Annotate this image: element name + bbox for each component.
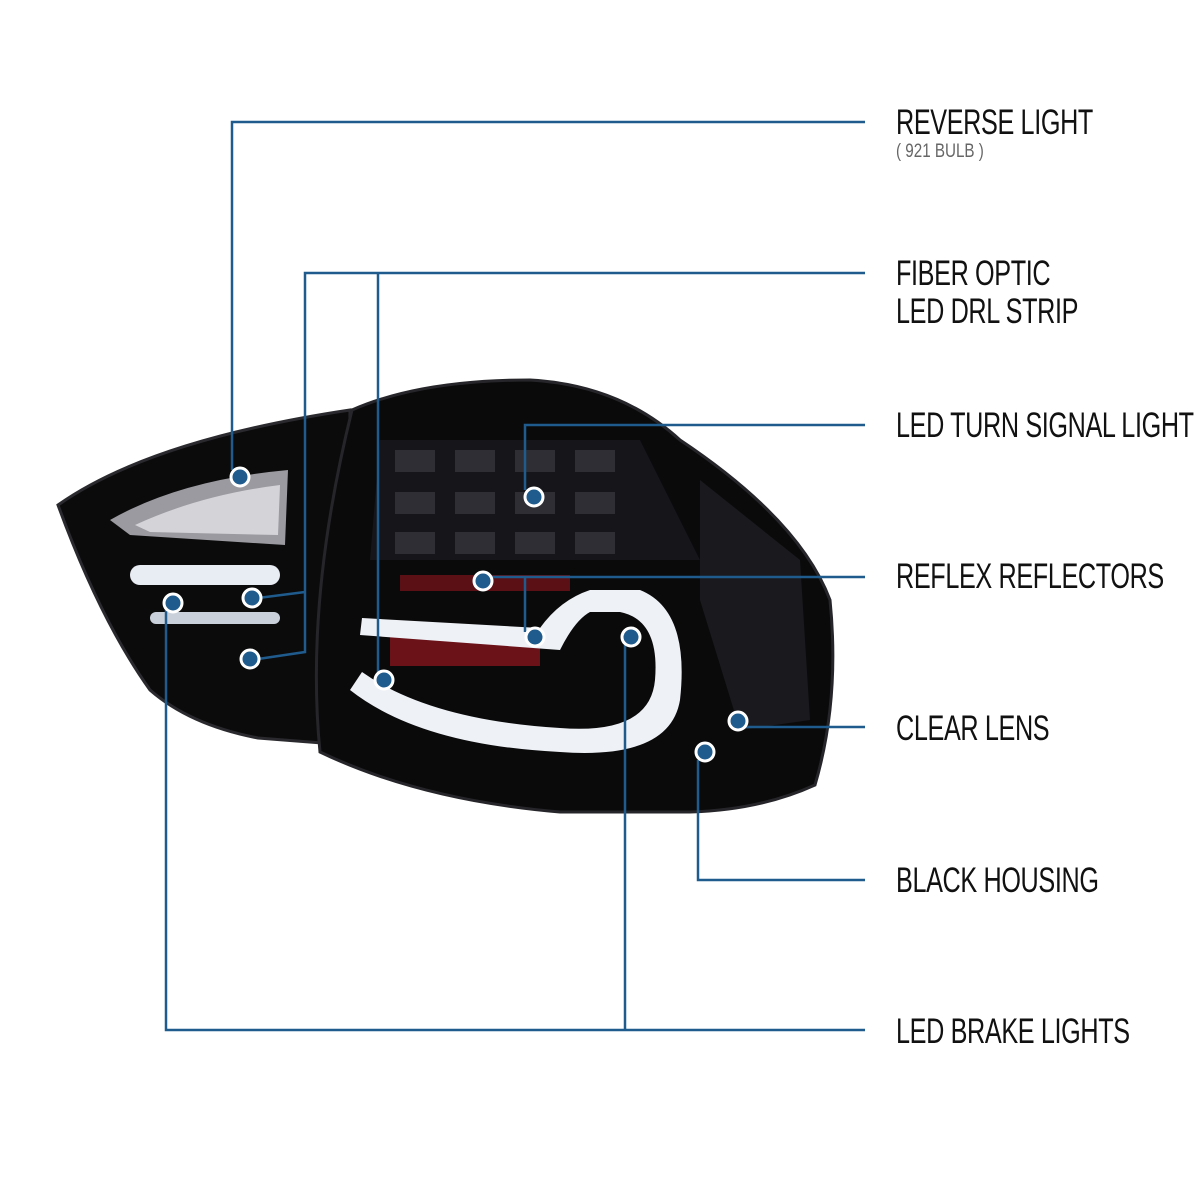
reflex-reflector-dot xyxy=(472,570,494,592)
label-led-turn-signal: LED TURN SIGNAL LIGHT xyxy=(896,406,1194,445)
reverse-light-dot xyxy=(229,466,251,488)
tail-light-image xyxy=(56,378,835,814)
callout-lines xyxy=(164,120,865,1032)
inner-drl-strip xyxy=(350,590,682,753)
turn-signal-dot xyxy=(523,486,545,508)
fiber-optic-dot xyxy=(373,669,395,691)
clear-lens-dot xyxy=(727,710,749,732)
fiber-optic-line-a xyxy=(257,271,865,661)
sublabel-reverse-bulb: ( 921 BULB ) xyxy=(896,141,984,162)
brake-lights-dot xyxy=(162,592,184,614)
label-clear-lens: CLEAR LENS xyxy=(896,709,1050,748)
brake-lights-line xyxy=(164,610,865,1032)
black-housing-dot xyxy=(694,741,716,763)
reflex-reflector-dot xyxy=(524,626,546,648)
reverse-light-line xyxy=(230,120,865,470)
fiber-optic-dot xyxy=(241,587,263,609)
label-led-drl-strip: LED DRL STRIP xyxy=(896,292,1079,331)
brake-lights-dot xyxy=(620,626,642,648)
fiber-optic-dot xyxy=(239,648,261,670)
black-housing-line xyxy=(696,760,865,882)
label-black-housing: BLACK HOUSING xyxy=(896,861,1099,900)
callout-dots xyxy=(162,466,749,763)
outer-drl-strip xyxy=(130,565,280,585)
label-led-brake-lights: LED BRAKE LIGHTS xyxy=(896,1012,1130,1051)
label-reverse-light: REVERSE LIGHT xyxy=(896,103,1093,142)
label-reflex-reflectors: REFLEX REFLECTORS xyxy=(896,557,1164,596)
turn-signal-line xyxy=(523,423,865,490)
label-fiber-optic: FIBER OPTIC xyxy=(896,254,1051,293)
